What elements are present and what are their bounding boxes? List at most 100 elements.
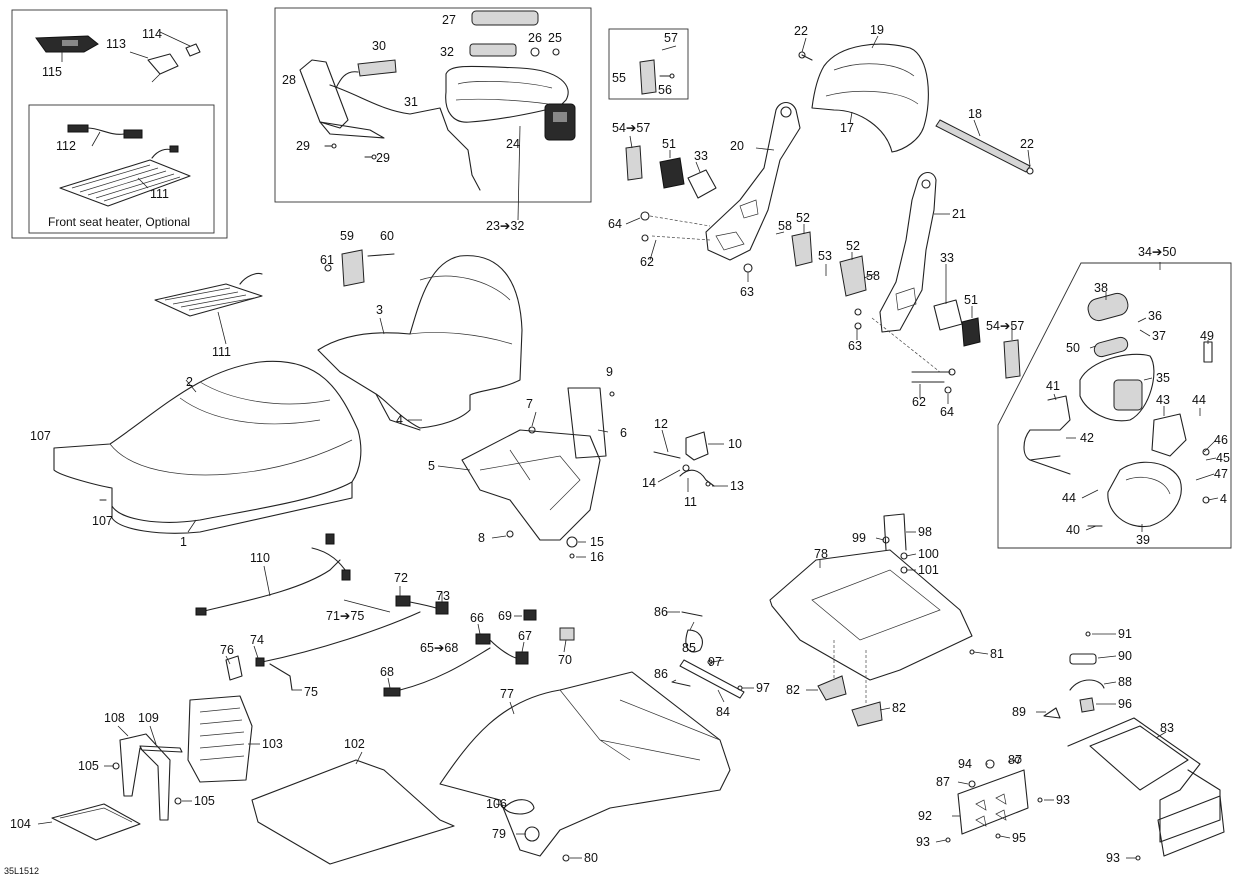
label-46: 46 [1214, 433, 1228, 447]
label-82b: 82 [892, 701, 906, 715]
backrest-art [798, 43, 1034, 175]
label-33b: 33 [940, 251, 954, 265]
inset-frame-heater-pad [28, 104, 215, 234]
label-18: 18 [968, 107, 982, 121]
label-33a: 33 [694, 149, 708, 163]
latch-lower-54 [625, 145, 643, 181]
caption-front-seat-heater: Front seat heater, Optional [48, 215, 190, 229]
bracket-43 [1151, 413, 1187, 457]
label-36: 36 [1148, 309, 1162, 323]
label-7: 7 [526, 397, 533, 411]
label-14: 14 [642, 476, 656, 490]
plate-52-a [791, 231, 813, 267]
label-62a: 62 [640, 255, 654, 269]
label-65-68: 65➔68 [420, 641, 458, 655]
harness-65-68 [399, 647, 491, 691]
label-97b: 97 [756, 681, 770, 695]
cable-85 [685, 629, 703, 653]
tray-104 [51, 803, 141, 841]
label-29a: 29 [296, 139, 310, 153]
label-70: 70 [558, 653, 572, 667]
bracket-84 [679, 659, 745, 699]
label-75: 75 [304, 685, 318, 699]
label-30: 30 [372, 39, 386, 53]
label-102: 102 [344, 737, 365, 751]
label-51a: 51 [662, 137, 676, 151]
label-22b: 22 [1020, 137, 1034, 151]
label-69: 69 [498, 609, 512, 623]
label-103: 103 [262, 737, 283, 751]
label-82a: 82 [786, 683, 800, 697]
mat-102 [251, 759, 455, 865]
trim-51 [659, 157, 685, 189]
label-77: 77 [500, 687, 514, 701]
label-52a: 52 [796, 211, 810, 225]
label-44b: 44 [1062, 491, 1076, 505]
inset-frame-latch [608, 28, 689, 100]
label-92: 92 [918, 809, 932, 823]
tub-77 [439, 671, 731, 857]
label-62b: 62 [912, 395, 926, 409]
clip-96 [1079, 697, 1095, 713]
seat-base-art [461, 387, 615, 559]
label-53: 53 [818, 249, 832, 263]
strip-109 [139, 745, 183, 753]
harness-art [195, 533, 575, 697]
label-86a: 86 [654, 605, 668, 619]
block-33 [687, 169, 717, 199]
label-105a: 105 [78, 759, 99, 773]
label-37: 37 [1152, 329, 1166, 343]
latch-54-b [1003, 339, 1021, 379]
label-107a: 107 [30, 429, 51, 443]
diagram-code: 35L1512 [4, 866, 39, 876]
label-95: 95 [1012, 831, 1026, 845]
pad-30 [357, 59, 397, 77]
latch-art [625, 45, 717, 199]
label-25: 25 [548, 31, 562, 45]
label-99: 99 [852, 531, 866, 545]
arm-20-body [705, 101, 801, 261]
label-54-57a: 54➔57 [612, 121, 650, 135]
backrest-19 [811, 43, 929, 153]
label-63a: 63 [740, 285, 754, 299]
label-44a: 44 [1192, 393, 1206, 407]
label-79: 79 [492, 827, 506, 841]
label-98: 98 [918, 525, 932, 539]
hinge-arm-21 [791, 171, 1021, 394]
inset-frame-backrest-kit [274, 7, 592, 203]
label-54-57b: 54➔57 [986, 319, 1024, 333]
label-68: 68 [380, 665, 394, 679]
label-28: 28 [282, 73, 296, 87]
label-34-50: 34➔50 [1138, 245, 1176, 259]
label-94: 94 [958, 757, 972, 771]
label-64b: 64 [940, 405, 954, 419]
label-110: 110 [250, 551, 270, 565]
label-42: 42 [1080, 431, 1094, 445]
label-73: 73 [436, 589, 450, 603]
label-40: 40 [1066, 523, 1080, 537]
label-38: 38 [1094, 281, 1108, 295]
label-52b: 52 [846, 239, 860, 253]
label-80: 80 [584, 851, 598, 865]
label-60: 60 [380, 229, 394, 243]
label-88: 88 [1118, 675, 1132, 689]
label-111b: 111 [150, 187, 169, 201]
label-89: 89 [1012, 705, 1026, 719]
front-seat-art [53, 360, 362, 534]
label-97a: 97 [708, 655, 722, 669]
label-4b: 4 [1220, 492, 1227, 506]
rear-seat-art [154, 249, 523, 431]
nut-63-a [743, 263, 753, 273]
u-bolt-98 [883, 513, 907, 551]
latch-59 [341, 249, 365, 287]
connector-73 [435, 601, 449, 615]
label-15: 15 [590, 535, 604, 549]
label-93b: 93 [1056, 793, 1070, 807]
label-2: 2 [186, 375, 193, 389]
switch-button [62, 40, 78, 46]
cover-39 [1107, 461, 1182, 528]
label-13: 13 [730, 479, 744, 493]
label-115: 115 [42, 65, 62, 79]
frame-group [11, 7, 1232, 549]
heater-pad [59, 159, 191, 207]
